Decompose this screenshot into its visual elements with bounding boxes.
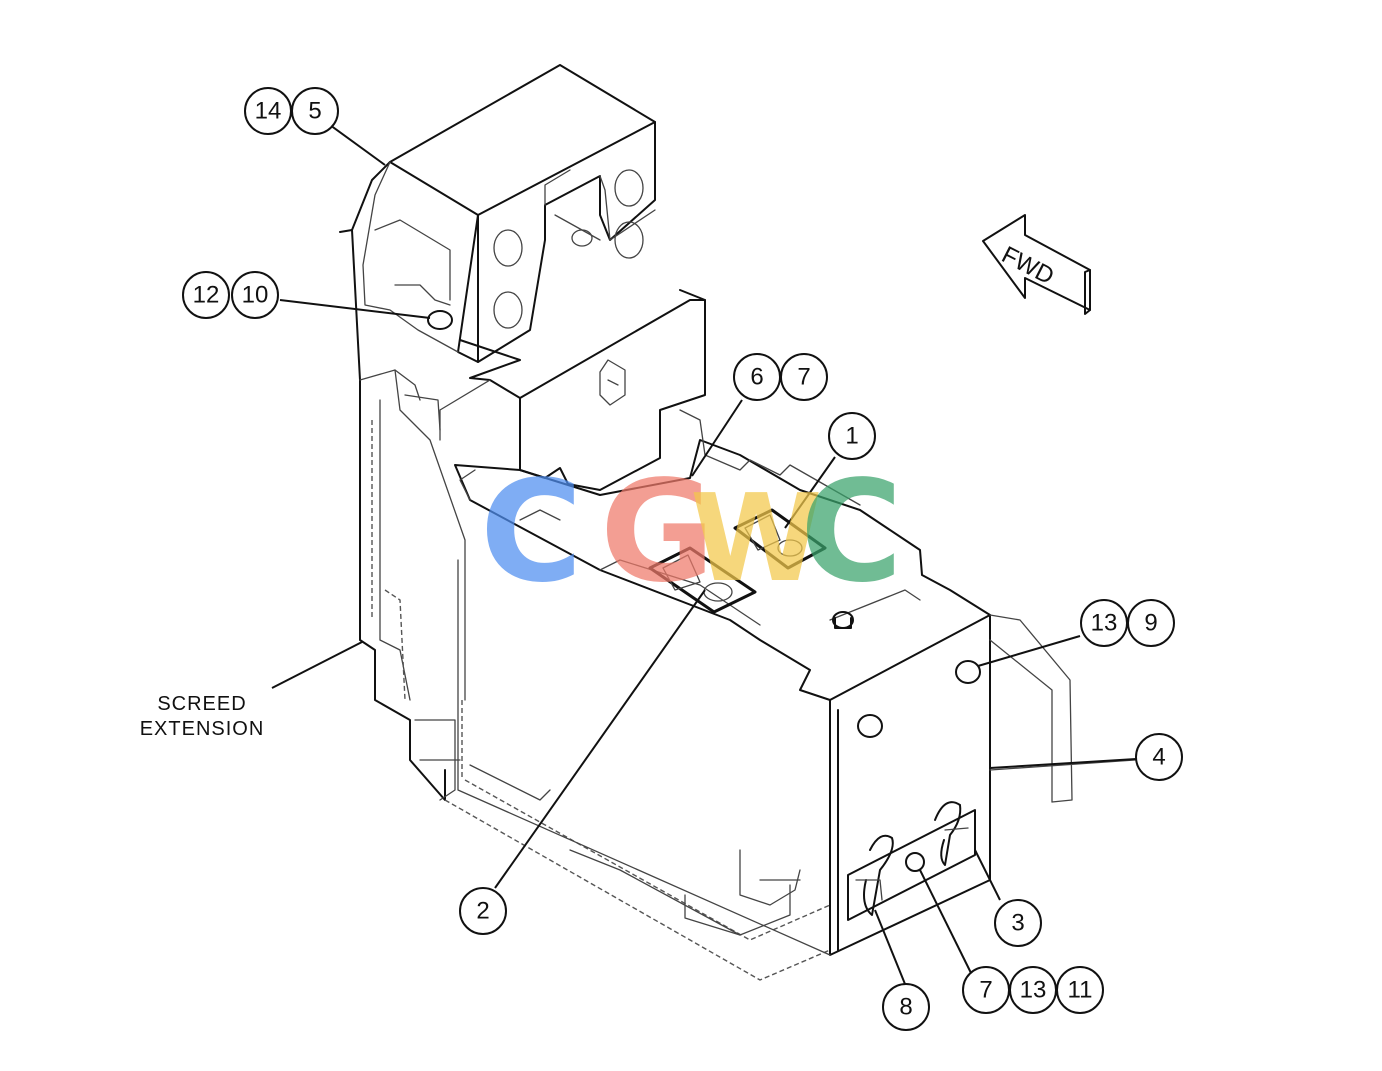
watermark: C G W C — [480, 451, 903, 614]
callout-12: 12 — [182, 271, 230, 319]
watermark-letter-w: W — [690, 470, 822, 609]
callout-6-text: 6 — [750, 364, 763, 391]
callout-5: 5 — [291, 87, 339, 135]
callout-3-text: 3 — [1011, 910, 1024, 937]
callout-9-text: 9 — [1144, 610, 1157, 637]
callout-13-upper: 13 — [1080, 599, 1128, 647]
callout-1-text: 1 — [845, 423, 858, 450]
callout-8: 8 — [882, 983, 930, 1031]
watermark-letter-g: G — [600, 451, 715, 614]
callout-8-text: 8 — [899, 994, 912, 1021]
callout-7-lower: 7 — [962, 966, 1010, 1014]
screed-label-line2: EXTENSION — [140, 718, 265, 740]
callout-2: 2 — [459, 887, 507, 935]
frame-structure — [339, 161, 466, 801]
callout-10-text: 10 — [242, 282, 269, 309]
callout-13-upper-text: 13 — [1091, 610, 1118, 637]
callout-4: 4 — [1135, 733, 1183, 781]
screed-extension-label: SCREED EXTENSION — [140, 641, 363, 740]
callout-13-lower-text: 13 — [1020, 977, 1047, 1004]
callout-11-text: 11 — [1068, 977, 1093, 1004]
lock-plate — [847, 801, 976, 921]
callout-7-upper: 7 — [780, 353, 828, 401]
callout-9: 9 — [1127, 599, 1175, 647]
mid-plate — [439, 289, 706, 491]
callout-1: 1 — [828, 412, 876, 460]
callout-11: 11 — [1056, 966, 1104, 1014]
callout-14-text: 14 — [255, 98, 282, 125]
callout-2-text: 2 — [476, 898, 489, 925]
fwd-arrow: FWD — [982, 214, 1091, 315]
callout-10: 10 — [231, 271, 279, 319]
callout-5-text: 5 — [308, 98, 321, 125]
screed-label-line1: SCREED — [157, 693, 246, 715]
decal-item-1 — [733, 508, 827, 570]
base-skid — [444, 764, 831, 981]
top-bracket — [362, 64, 656, 363]
callout-13-lower: 13 — [1009, 966, 1057, 1014]
callout-3: 3 — [994, 899, 1042, 947]
callout-12-text: 12 — [193, 282, 220, 309]
callout-7-upper-text: 7 — [797, 364, 810, 391]
watermark-letter-c2: C — [800, 451, 903, 614]
leader-lines — [279, 124, 1137, 985]
callout-6: 6 — [733, 353, 781, 401]
callout-14: 14 — [244, 87, 292, 135]
callout-7-lower-text: 7 — [979, 977, 992, 1004]
watermark-letter-c1: C — [480, 451, 583, 614]
callout-4-text: 4 — [1152, 744, 1165, 771]
